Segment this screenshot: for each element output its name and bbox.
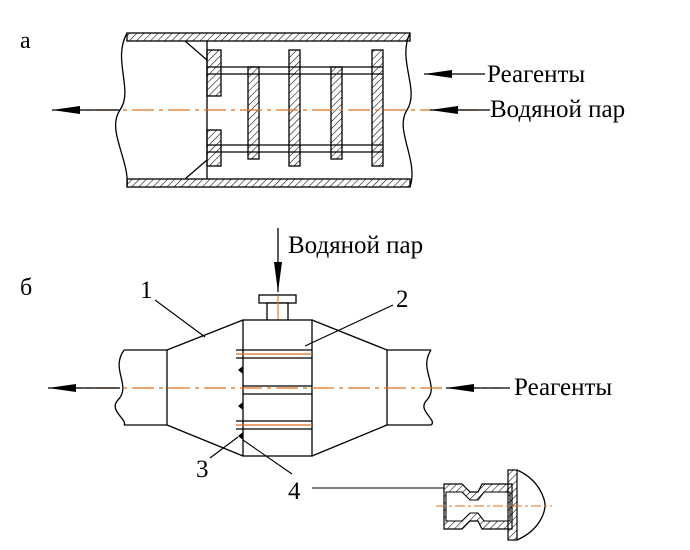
callout-3: 3 xyxy=(196,456,209,483)
plate-1-top xyxy=(206,49,222,97)
right-cone-top xyxy=(311,319,388,351)
wall-markers xyxy=(238,366,243,440)
reagents-label-b: Реагенты xyxy=(514,374,612,401)
steam-arrowhead-b xyxy=(274,262,282,292)
figure-a-label: а xyxy=(20,28,31,54)
steam-label-a: Водяной пар xyxy=(490,96,625,123)
pipe-top-wall xyxy=(126,32,411,42)
steam-label-b: Водяной пар xyxy=(288,232,423,259)
internal-plates xyxy=(236,349,312,430)
strut-bottom xyxy=(184,159,208,180)
figure-b-label: б xyxy=(20,275,32,301)
left-cone-bottom xyxy=(166,424,244,457)
plate-2 xyxy=(247,66,260,160)
leader-3 xyxy=(209,436,239,459)
leader-1 xyxy=(154,299,206,338)
break-line-right xyxy=(402,32,413,188)
leader-4 xyxy=(242,439,293,475)
steam-arrowhead-a xyxy=(430,106,458,114)
outlet-arrowhead-b xyxy=(48,384,76,392)
right-break-line xyxy=(423,349,434,426)
reagents-label-a: Реагенты xyxy=(487,61,585,88)
figure-a: а Реагенты Водяной пар xyxy=(20,28,625,188)
plate-4 xyxy=(330,66,343,160)
plate-3 xyxy=(288,49,301,167)
detail-4 xyxy=(436,469,552,541)
left-break-line xyxy=(114,349,126,426)
left-cone-top xyxy=(166,319,244,351)
reagents-arrowhead-b xyxy=(446,384,474,392)
callout-4: 4 xyxy=(288,478,301,505)
pipe-bottom-wall xyxy=(126,178,411,188)
callout-2: 2 xyxy=(396,286,409,313)
plate-1-bottom xyxy=(206,129,222,167)
strut-top xyxy=(184,40,208,61)
outlet-arrowhead-a xyxy=(52,106,80,114)
leader-2 xyxy=(304,304,394,347)
reagents-arrowhead-a xyxy=(424,70,452,78)
plate-5 xyxy=(371,49,384,167)
right-cone-bottom xyxy=(311,424,388,457)
callout-1: 1 xyxy=(140,277,153,304)
figure-b: б Водяной пар xyxy=(20,228,612,541)
